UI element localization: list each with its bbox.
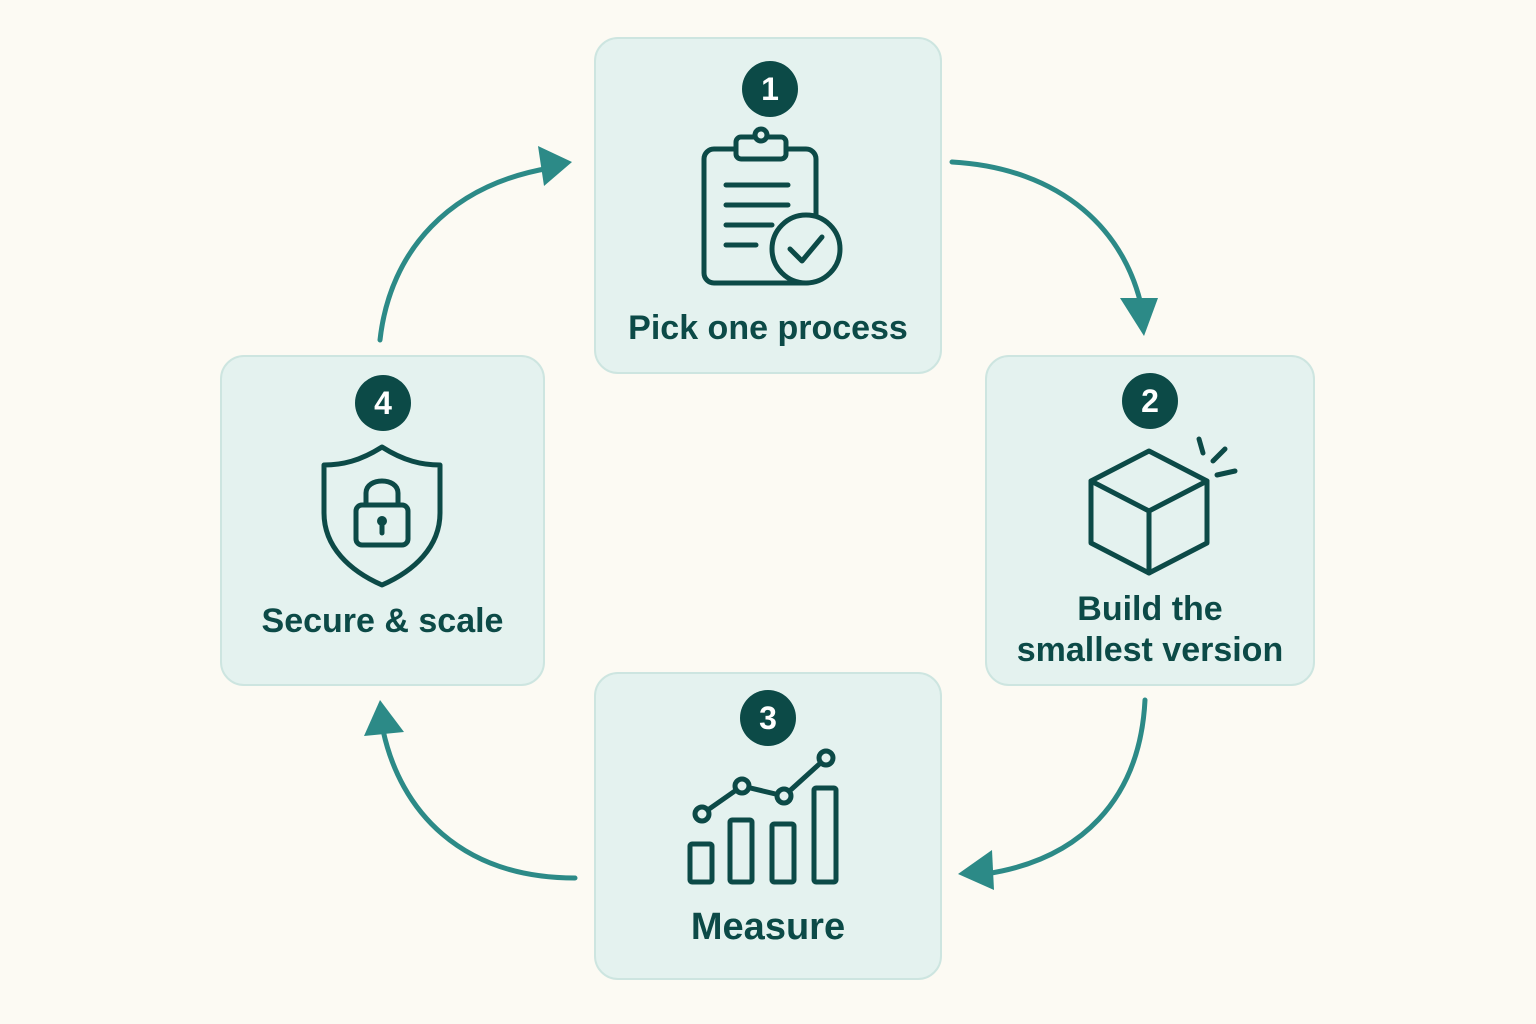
arrow-1-to-2-head	[1120, 298, 1158, 336]
arrow-2-to-3	[982, 697, 1148, 877]
step-label: Pick one process	[628, 309, 908, 347]
step-label: Build the smallest version	[987, 589, 1313, 671]
arrow-3-to-4-head	[364, 700, 404, 736]
step-label-line: Build the	[1077, 590, 1223, 628]
arrow-3-to-4	[380, 727, 578, 881]
arrow-4-to-1-head	[538, 146, 572, 186]
step-label: Secure & scale	[261, 602, 504, 640]
step-label-line: smallest version	[1016, 631, 1284, 669]
step-number-badge: 2	[1122, 373, 1178, 429]
arrow-4-to-1	[377, 165, 553, 343]
step-number-badge: 1	[742, 61, 798, 117]
step-card-1: 1 Pick one process	[594, 37, 942, 374]
step-label: Measure	[690, 906, 846, 948]
step-number-badge: 4	[355, 375, 411, 431]
step-card-2: 2 Build the smallest version	[985, 355, 1315, 686]
step-card-4: 4 Secure & scale	[220, 355, 545, 686]
bar-chart-trend-icon	[686, 748, 856, 888]
step-number-badge: 3	[740, 690, 796, 746]
arrow-2-to-3-head	[958, 850, 994, 890]
step-card-3: 3 Measure	[594, 672, 942, 980]
shield-lock-icon	[320, 443, 444, 589]
clipboard-check-icon	[696, 126, 846, 289]
cube-icon	[1087, 433, 1247, 583]
arrow-1-to-2	[949, 159, 1147, 323]
